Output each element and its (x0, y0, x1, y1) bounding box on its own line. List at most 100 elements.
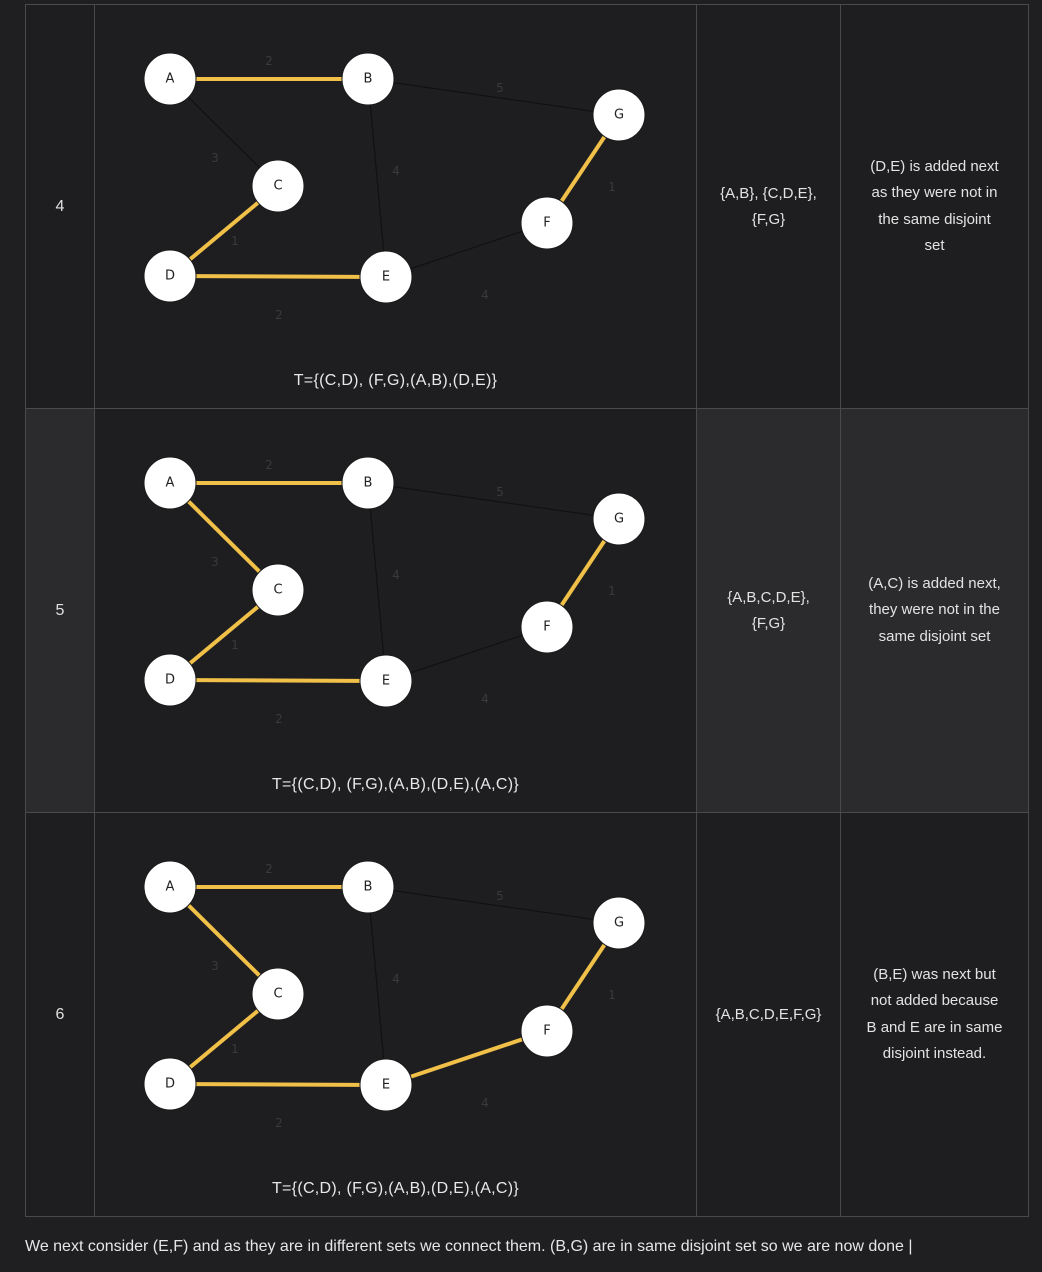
edge-weight-a-c: 3 (211, 151, 219, 165)
edge-weight-e-f: 4 (481, 692, 489, 706)
node-circle (143, 860, 197, 914)
edge-weight-b-g: 5 (496, 485, 504, 499)
node-label: F (543, 1024, 550, 1039)
node-d: D (143, 249, 197, 303)
node-a: A (143, 52, 197, 106)
node-f: F (520, 600, 574, 654)
node-circle (592, 492, 646, 546)
disjoint-sets-cell: {A,B}, {C,D,E}, {F,G} (696, 4, 841, 409)
explanation-paragraph: We next consider (E,F) and as they are i… (25, 1238, 913, 1255)
edge-b-g (367, 886, 620, 924)
node-d: D (143, 1057, 197, 1111)
spanning-tree-label: T={(C,D), (F,G),(A,B),(D,E),(A,C)} (271, 1180, 520, 1197)
node-label: A (166, 72, 175, 87)
node-a: A (143, 456, 197, 510)
edge-d-e (169, 274, 387, 279)
node-c: C (251, 967, 305, 1021)
node-label: A (166, 880, 175, 895)
node-label: G (614, 512, 624, 527)
edge-weight-a-b: 2 (265, 862, 273, 876)
node-circle (592, 88, 646, 142)
node-label: D (165, 269, 175, 284)
spanning-tree-label: T={(C,D), (F,G),(A,B),(D,E),(A,C)} (271, 776, 520, 793)
edge-weight-f-g: 1 (608, 180, 616, 194)
disjoint-sets-line: {F,G} (751, 210, 786, 228)
node-label: C (273, 179, 282, 194)
step-number: 6 (25, 812, 95, 1217)
edge-e-f (385, 1029, 548, 1087)
disjoint-sets-line: {F,G} (751, 614, 786, 632)
node-label: G (614, 108, 624, 123)
node-circle (359, 1058, 413, 1112)
edge-b-e (367, 482, 387, 682)
node-circle (359, 250, 413, 304)
node-d: D (143, 653, 197, 707)
edge-weight-f-g: 1 (608, 988, 616, 1002)
node-circle (341, 52, 395, 106)
node-circle (592, 896, 646, 950)
disjoint-sets-line: {A,B,C,D,E}, (727, 588, 810, 606)
edge-weight-b-g: 5 (496, 81, 504, 95)
edge-weight-e-f: 4 (481, 1096, 489, 1110)
node-circle (251, 563, 305, 617)
node-circle (143, 456, 197, 510)
edge-b-g (367, 78, 620, 116)
explanation-line: the same disjoint (878, 210, 991, 228)
spanning-tree-label: T={(C,D), (F,G),(A,B),(D,E)} (293, 372, 498, 389)
node-circle (341, 456, 395, 510)
node-b: B (341, 860, 395, 914)
disjoint-sets-cell: {A,B,C,D,E,F,G} (696, 812, 841, 1217)
node-b: B (341, 52, 395, 106)
node-circle (143, 653, 197, 707)
explanation-line: disjoint instead. (882, 1045, 987, 1062)
node-label: E (382, 270, 390, 285)
edge-weight-a-c: 3 (211, 959, 219, 973)
node-label: E (382, 1078, 390, 1093)
node-g: G (592, 896, 646, 950)
node-label: C (273, 583, 282, 598)
edge-weight-d-e: 2 (275, 712, 283, 726)
explanation-line: (D,E) is added next (870, 157, 999, 175)
edge-weight-d-e: 2 (275, 308, 283, 322)
node-label: D (165, 1077, 175, 1092)
node-c: C (251, 563, 305, 617)
node-e: E (359, 1058, 413, 1112)
explanation-line: they were not in the (869, 601, 1000, 619)
edge-weight-c-d: 1 (231, 234, 239, 248)
edge-weight-e-f: 4 (481, 288, 489, 302)
node-circle (251, 967, 305, 1021)
explanation-line: B and E are in same (866, 1018, 1003, 1036)
step-number: 5 (25, 408, 95, 813)
node-f: F (520, 1004, 574, 1058)
node-label: C (273, 987, 282, 1002)
explanation-line: (B,E) was next but (873, 965, 996, 983)
node-b: B (341, 456, 395, 510)
edge-weight-a-b: 2 (265, 458, 273, 472)
node-circle (520, 600, 574, 654)
edge-weight-c-d: 1 (231, 638, 239, 652)
node-label: B (364, 72, 373, 87)
edge-d-e (169, 678, 387, 683)
node-e: E (359, 654, 413, 708)
step-number: 4 (25, 4, 95, 409)
edge-weight-d-e: 2 (275, 1116, 283, 1130)
node-g: G (592, 88, 646, 142)
disjoint-sets-line: {A,B}, {C,D,E}, (720, 184, 817, 202)
edge-b-g (367, 482, 620, 520)
edge-weight-b-e: 4 (392, 164, 400, 178)
explanation-line: set (924, 237, 945, 254)
edge-e-f (385, 222, 548, 278)
node-circle (359, 654, 413, 708)
node-circle (341, 860, 395, 914)
